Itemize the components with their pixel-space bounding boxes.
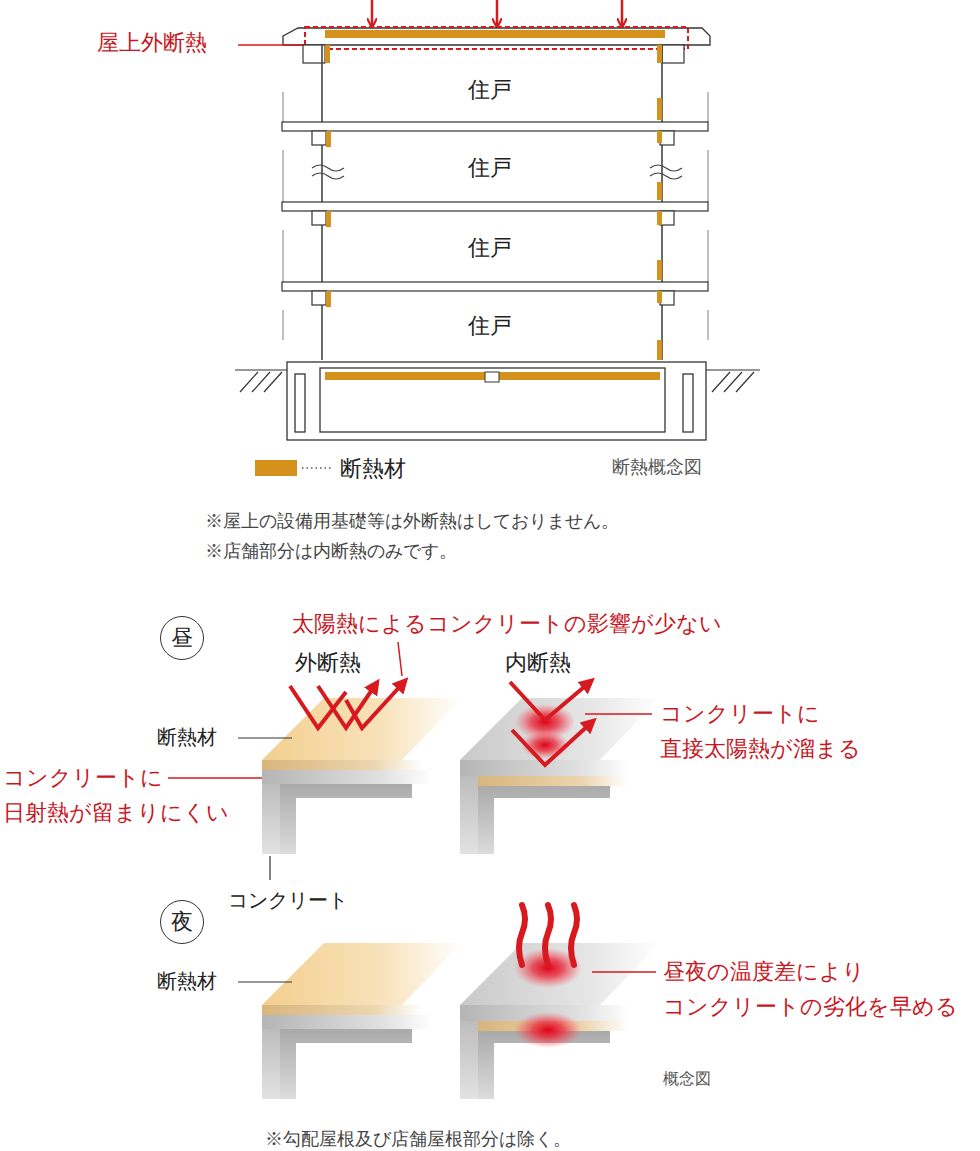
heading-label: 太陽熱によるコンクリートの影響が少ない (292, 610, 722, 638)
legend-text: 断熱材 (340, 455, 406, 483)
note: ※屋上の設備用基礎等は外断熱はしておりません。 (205, 510, 619, 533)
figure-title: 概念図 (663, 1069, 711, 1089)
callout-label: コンクリートに 日射熱が留まりにくい (3, 760, 229, 830)
part-label: コンクリート (228, 888, 348, 913)
time-circle: 昼 (160, 616, 204, 660)
time-circle: 夜 (160, 900, 204, 944)
node-text: 夜 (171, 907, 193, 937)
part-label: 断熱材 (157, 969, 217, 994)
dwelling-unit: 住戸 (430, 148, 550, 188)
note: ※店舗部分は内断熱のみです。 (205, 540, 457, 563)
dwelling-unit: 住戸 (430, 228, 550, 268)
node-text: 住戸 (468, 75, 512, 105)
node-text: 住戸 (468, 311, 512, 341)
column-title: 内断熱 (505, 649, 571, 677)
callout-label: コンクリートに 直接太陽熱が溜まる (660, 696, 861, 766)
part-label: 断熱材 (157, 725, 217, 750)
legend-swatch (255, 460, 297, 476)
note: ※勾配屋根及び店舗屋根部分は除く。 (265, 1128, 571, 1151)
node-text: 昼 (171, 623, 193, 653)
dwelling-unit: 住戸 (430, 70, 550, 110)
column-title: 外断熱 (295, 649, 361, 677)
figure-title: 断熱概念図 (612, 456, 702, 479)
node-text: 住戸 (468, 153, 512, 183)
node-text: 住戸 (468, 233, 512, 263)
dwelling-unit: 住戸 (430, 306, 550, 346)
callout-label: 昼夜の温度差により コンクリートの劣化を早める (663, 954, 958, 1024)
callout-label: 屋上外断熱 (97, 29, 207, 57)
